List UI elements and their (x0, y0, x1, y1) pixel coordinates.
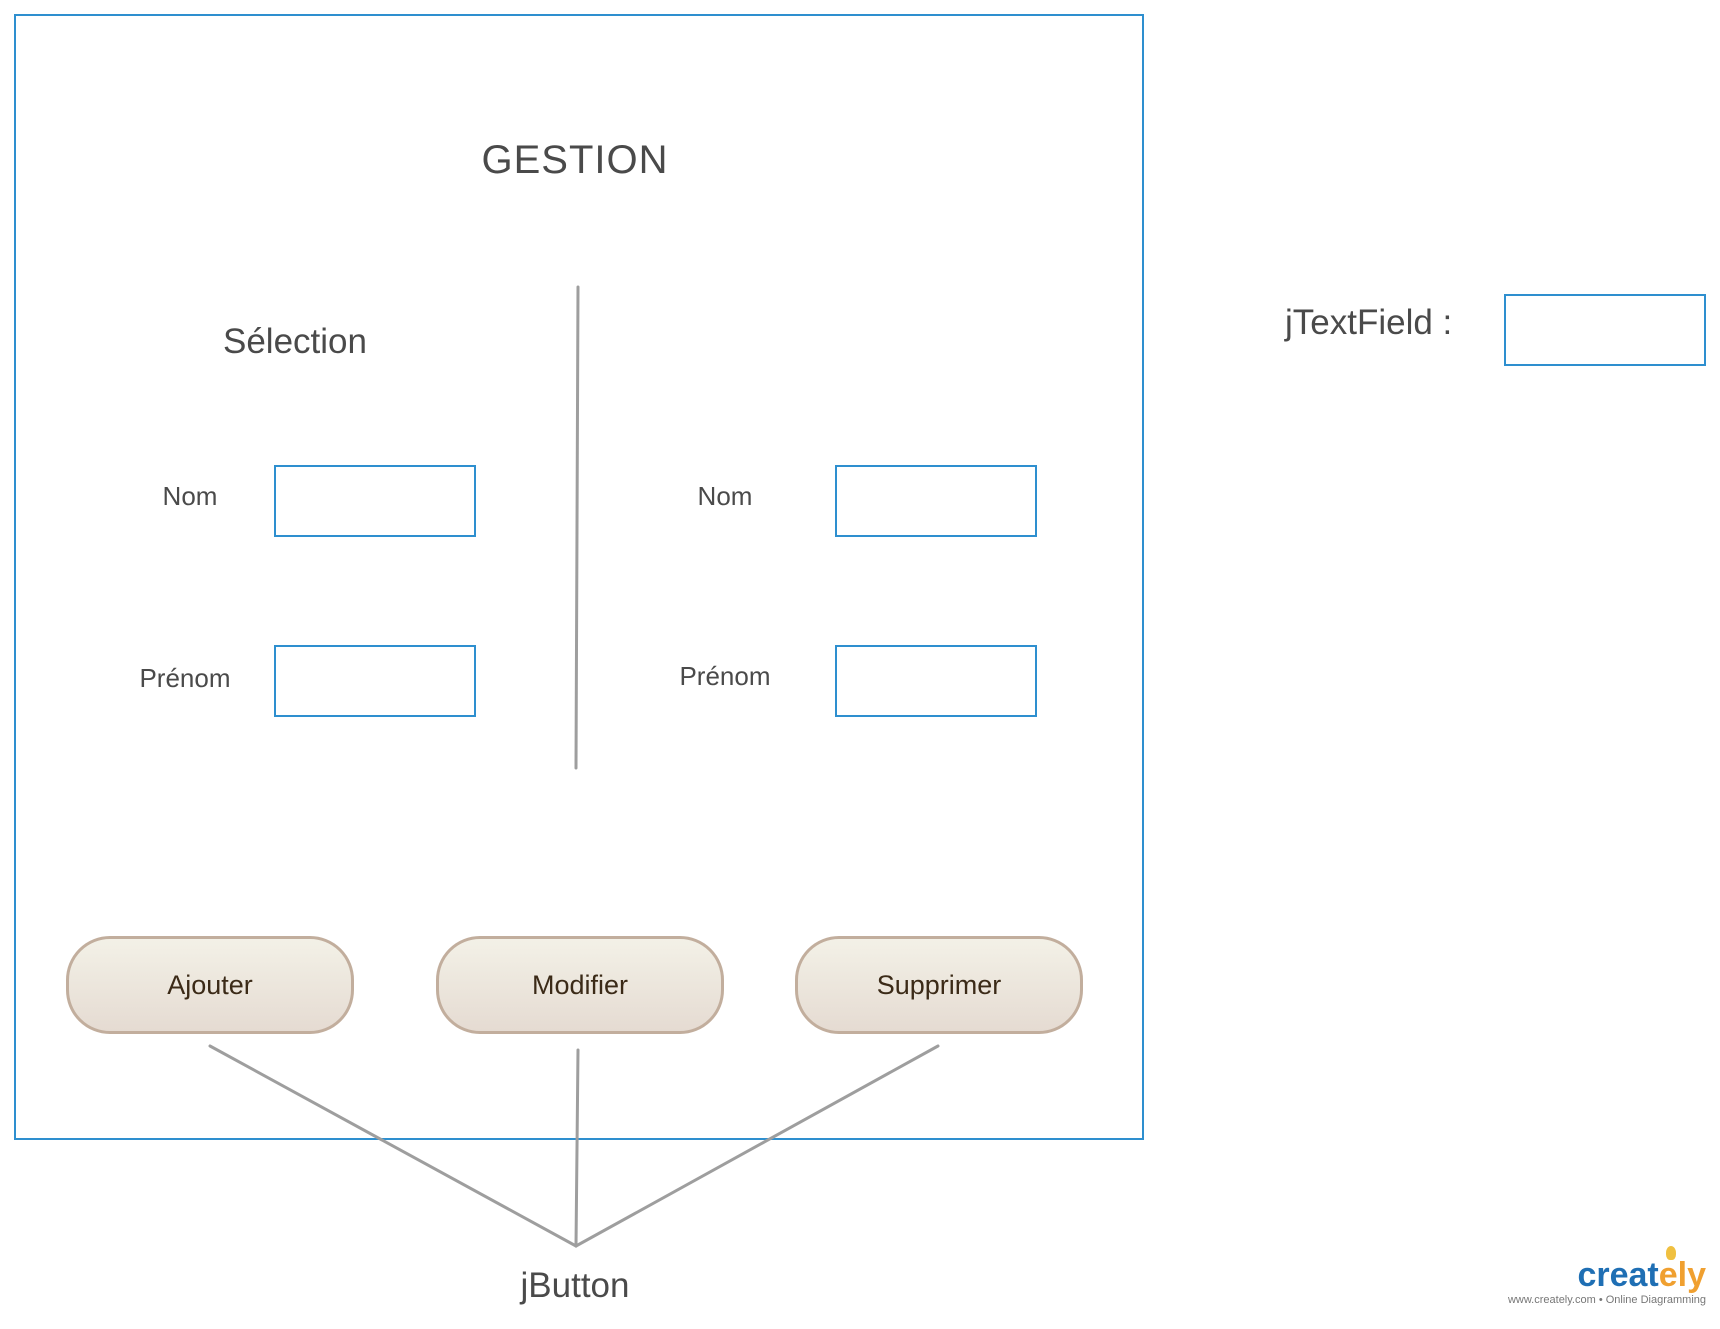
jtextfield-legend-label: jTextField : (1285, 303, 1453, 342)
creately-tagline: www.creately.com • Online Diagramming (1507, 1294, 1706, 1306)
connector-ajouter (208, 1044, 578, 1248)
left-nom-label: Nom (162, 481, 218, 511)
modifier-button[interactable]: Modifier (436, 936, 724, 1034)
left-prenom-field[interactable] (274, 645, 476, 717)
supprimer-button-label: Supprimer (876, 969, 1002, 1000)
lightbulb-icon (1666, 1246, 1676, 1260)
right-prenom-field[interactable] (835, 645, 1037, 717)
left-prenom-label: Prénom (139, 663, 231, 693)
selection-heading: Sélection (223, 322, 367, 361)
right-nom-label: Nom (697, 481, 753, 511)
jbutton-legend-label: jButton (520, 1266, 630, 1305)
page-title: GESTION (481, 138, 669, 182)
gestion-window-frame (14, 14, 1144, 1140)
creately-wordmark: creately (1480, 1246, 1706, 1292)
ajouter-button-label: Ajouter (167, 969, 253, 1000)
creately-logo: creately www.creately.com • Online Diagr… (1480, 1246, 1706, 1306)
modifier-button-label: Modifier (531, 969, 629, 1000)
right-prenom-label: Prénom (679, 661, 771, 691)
ajouter-button[interactable]: Ajouter (66, 936, 354, 1034)
connector-supprimer (574, 1044, 940, 1248)
form-divider-line (574, 285, 580, 770)
supprimer-button[interactable]: Supprimer (795, 936, 1083, 1034)
right-nom-field[interactable] (835, 465, 1037, 537)
left-nom-field[interactable] (274, 465, 476, 537)
connector-modifier (574, 1048, 580, 1248)
jtextfield-legend-sample (1504, 294, 1706, 366)
